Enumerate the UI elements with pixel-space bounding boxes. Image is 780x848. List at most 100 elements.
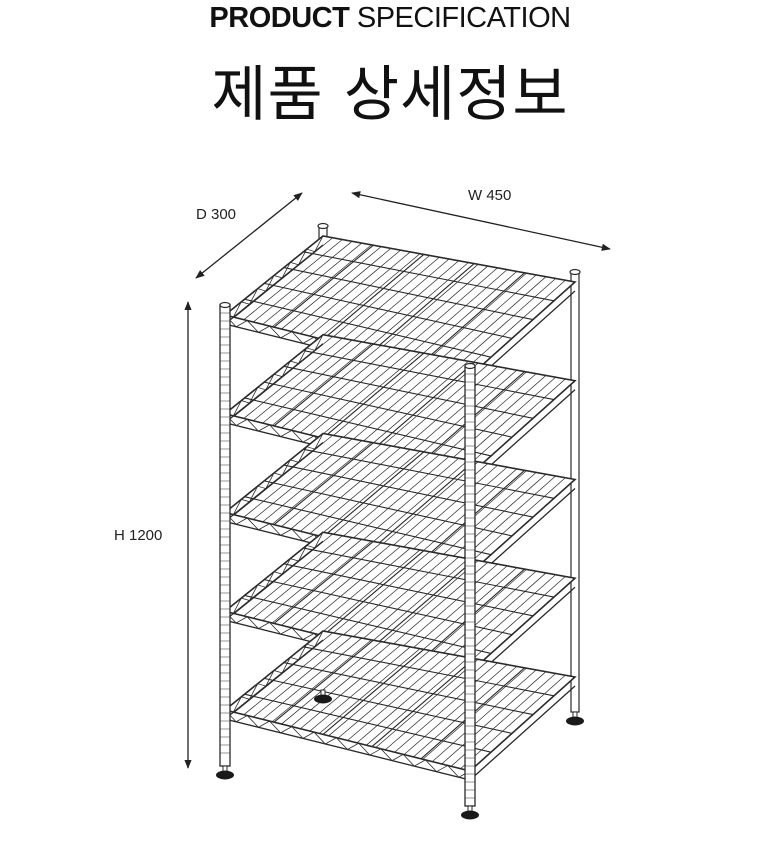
- shelf-3-wire: [309, 449, 411, 534]
- shelf-2-wire: [271, 343, 372, 426]
- shelf-4-wire: [234, 533, 333, 614]
- shelf-5-cross-bar: [283, 662, 534, 716]
- shelf-1-wire: [337, 256, 440, 344]
- shelf-1-wire: [356, 260, 459, 349]
- shelf-4-wire: [290, 544, 392, 628]
- shelf-4-wire: [356, 556, 459, 645]
- shelf-3-wire: [337, 454, 440, 541]
- shelf-2-wire: [356, 359, 459, 447]
- shelf-4-wire: [281, 542, 382, 626]
- product-specification-heading: PRODUCT SPECIFICATION: [0, 2, 780, 35]
- shelf-4-wire: [432, 570, 537, 664]
- shelf-3-wire: [243, 436, 343, 518]
- shelf-5-wire: [403, 664, 508, 755]
- shelf-4-wire: [328, 551, 430, 638]
- shelf-1-wire: [460, 279, 566, 374]
- shelf-2-wire: [460, 378, 566, 473]
- shelf-4-wire: [441, 572, 547, 666]
- shelf-1-wire: [403, 269, 508, 360]
- shelf-3-wire: [347, 456, 450, 544]
- shelf-1-wire: [234, 237, 333, 318]
- shelf-5-wire: [309, 646, 411, 732]
- shelf-4-wire: [347, 554, 450, 643]
- shelf-1-wire: [422, 272, 527, 365]
- shelf-4-wire: [262, 539, 362, 621]
- shelf-1-wire: [413, 271, 518, 363]
- shelf-2-side-truss: [224, 334, 324, 417]
- shelf-1-wire: [281, 246, 382, 330]
- shelf-3-wire: [375, 461, 479, 551]
- shelf-1-wire: [328, 255, 430, 342]
- shelf-5-cross-bar: [303, 646, 555, 697]
- shelf-2-wire: [234, 336, 333, 417]
- shelf-4-wire: [271, 540, 372, 624]
- shelf-5-frame: [223, 630, 577, 772]
- shelf-1-wire: [262, 242, 362, 325]
- shelf-2-wire: [309, 350, 411, 436]
- shelf-4-wire: [253, 537, 353, 619]
- shelf-4-wire: [300, 546, 401, 631]
- leveling-foot: [566, 716, 584, 726]
- shelf-4-cross-bar: [283, 563, 534, 617]
- height-label: H 1200: [114, 527, 162, 544]
- shelf-5-wire: [366, 657, 469, 746]
- shelf-4-wire: [403, 565, 508, 657]
- shelf-3-cross-bar: [283, 464, 534, 518]
- shelf-1-side-truss: [224, 235, 324, 318]
- shelf-1-wire: [309, 251, 411, 337]
- shelf-5-wire: [460, 674, 566, 769]
- shelf-5-wire: [262, 637, 362, 720]
- shelf-3-wire: [300, 447, 401, 532]
- shelf-1-support-bar: [322, 253, 425, 340]
- shelf-3-wire: [460, 477, 566, 572]
- depth-arrow: [195, 192, 303, 279]
- shelf-4-wire: [394, 563, 498, 654]
- shelf-4-wire: [243, 535, 343, 617]
- post-cap: [219, 301, 231, 309]
- shelf-2-support-bar: [273, 343, 374, 427]
- shelf-4-wire: [309, 547, 411, 633]
- shelf-4-wire: [375, 560, 479, 650]
- shelf-4-wire: [460, 576, 566, 671]
- shelf-5-wire: [300, 644, 401, 730]
- shelf-4-wire: [337, 553, 440, 640]
- shelf-5-wire: [234, 632, 333, 713]
- shelf-4-support-bar: [322, 550, 425, 637]
- shelf-2-wire: [394, 366, 498, 457]
- shelf-3-wire: [403, 466, 508, 558]
- shelf-2-cross-bar: [303, 350, 555, 401]
- shelf-1-wire: [366, 262, 469, 351]
- leveling-foot: [461, 810, 479, 820]
- shelf-3-cross-bar: [303, 448, 555, 499]
- shelf-5-wire: [253, 636, 353, 718]
- shelf-1-support-bar: [420, 272, 525, 365]
- shelf-3-wire: [432, 472, 537, 565]
- shelf-5-side-truss: [224, 630, 324, 713]
- shelf-3-cross-bar: [244, 496, 492, 556]
- shelf-2-wire: [281, 345, 382, 429]
- shelf-2-support-bar: [322, 352, 425, 439]
- shelf-4-wire: [366, 558, 469, 647]
- shelf-3-support-bar: [322, 451, 425, 538]
- shelf-5-support-bar: [371, 658, 475, 748]
- shelf-1-wire: [375, 264, 479, 353]
- shelf-3-wire: [290, 445, 392, 530]
- shelf-2-wire: [290, 346, 392, 431]
- heading-specification: SPECIFICATION: [356, 2, 571, 34]
- shelf-4-wire: [319, 549, 421, 635]
- shelf-3-wire: [253, 438, 353, 520]
- shelf-1-wire: [271, 244, 372, 328]
- shelf-5-wire: [441, 671, 547, 765]
- shelf-2-wire: [432, 373, 537, 466]
- post-cap: [464, 362, 476, 370]
- shelf-5-wire: [432, 669, 537, 762]
- shelf-5-wire: [281, 641, 382, 725]
- shelf-3-wire: [441, 473, 547, 567]
- post-back-right: [570, 271, 580, 713]
- shelf-1-wire: [347, 258, 450, 346]
- shelf-5-wire: [243, 634, 343, 715]
- shelf-5-wire: [328, 650, 430, 737]
- shelf-5-wire: [319, 648, 421, 734]
- shelf-5-wire: [347, 653, 450, 741]
